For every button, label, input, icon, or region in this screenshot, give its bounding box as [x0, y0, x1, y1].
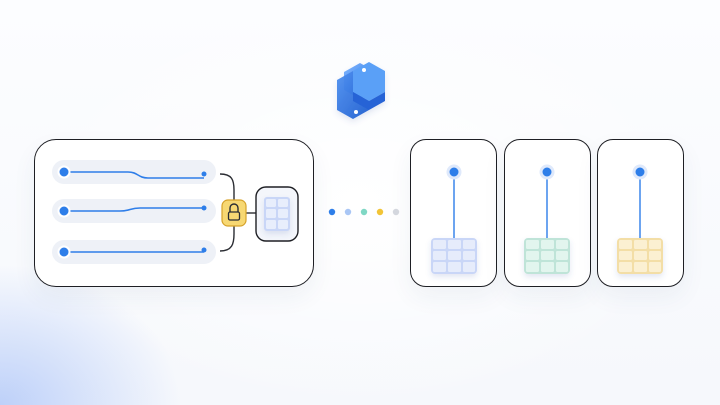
target-panel-yellow	[597, 139, 684, 287]
source-panel	[34, 139, 314, 287]
target-panel-blue	[410, 139, 497, 287]
target-panel-green	[504, 139, 591, 287]
